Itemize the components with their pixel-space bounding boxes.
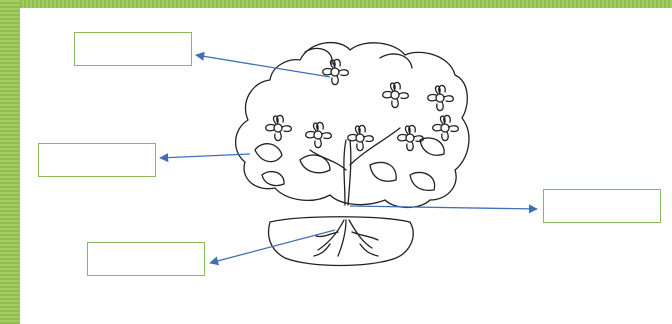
flower-icon — [383, 82, 409, 107]
leaf — [380, 54, 412, 68]
leaf — [370, 162, 396, 181]
flower-icon — [266, 115, 292, 140]
leaf — [410, 172, 435, 190]
arrow-to-leaf — [160, 154, 250, 158]
flower-icon — [348, 125, 374, 150]
flower-icon — [433, 115, 459, 140]
plant-illustration — [236, 43, 469, 266]
arrow-to-stem — [350, 206, 537, 209]
label-box-leaf[interactable] — [38, 143, 156, 177]
roots — [314, 220, 378, 256]
flower-icon — [428, 85, 454, 110]
leaf — [420, 138, 444, 155]
soil-mound — [269, 217, 414, 266]
label-box-stem[interactable] — [543, 189, 661, 223]
arrow-to-roots — [210, 230, 335, 263]
flower-icon — [398, 125, 424, 150]
leaf — [255, 144, 282, 162]
leaf — [262, 172, 284, 186]
arrow-to-flower — [196, 55, 330, 77]
stem — [310, 128, 400, 205]
flower-icon — [323, 59, 349, 84]
flower-icon — [306, 122, 332, 147]
label-box-flower[interactable] — [74, 32, 192, 66]
leaf — [305, 48, 332, 64]
label-box-roots[interactable] — [87, 242, 205, 276]
